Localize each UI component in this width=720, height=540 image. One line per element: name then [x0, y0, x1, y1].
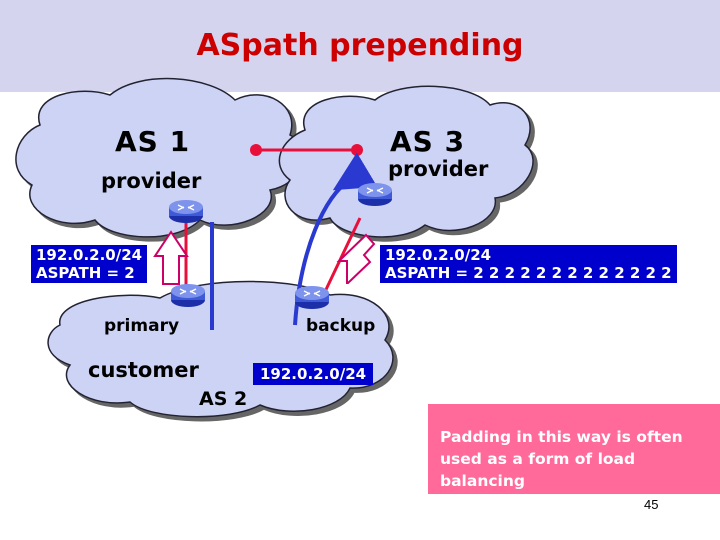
advert-arrow-left [153, 230, 189, 285]
primary-label: primary [104, 316, 180, 336]
router-icon [358, 183, 392, 206]
router-icon [171, 284, 205, 307]
right-advert-aspath: ASPATH = 2 2 2 2 2 2 2 2 2 2 2 2 2 [385, 264, 672, 282]
link-endpoint [250, 144, 262, 156]
as3-cloud [278, 85, 534, 238]
as2-role: customer [88, 358, 199, 382]
slide-title: ASpath prepending [196, 28, 524, 63]
as1-name: AS 1 [115, 125, 191, 158]
router-icon [295, 286, 329, 309]
page-number: 45 [644, 497, 659, 512]
backup-label: backup [306, 316, 376, 336]
note-text: Padding in this way is often used as a f… [440, 428, 683, 490]
left-advert-aspath: ASPATH = 2 [36, 264, 135, 282]
as1-cloud [15, 77, 306, 238]
router-icon [169, 200, 203, 223]
right-advert-box: 192.0.2.0/24 ASPATH = 2 2 2 2 2 2 2 2 2 … [380, 245, 677, 283]
link-endpoint [351, 144, 363, 156]
advert-arrow-right [336, 233, 376, 284]
left-advert-box: 192.0.2.0/24 ASPATH = 2 [31, 245, 148, 283]
title-bar [0, 0, 720, 92]
right-advert-prefix: 192.0.2.0/24 [385, 246, 492, 264]
note-box [428, 404, 720, 494]
customer-prefix-box: 192.0.2.0/24 [253, 363, 374, 385]
as3-name: AS 3 [390, 125, 466, 158]
as3-role: provider [388, 157, 489, 181]
left-advert-prefix: 192.0.2.0/24 [36, 246, 143, 264]
as2-name: AS 2 [199, 388, 248, 410]
as1-role: provider [101, 169, 202, 193]
